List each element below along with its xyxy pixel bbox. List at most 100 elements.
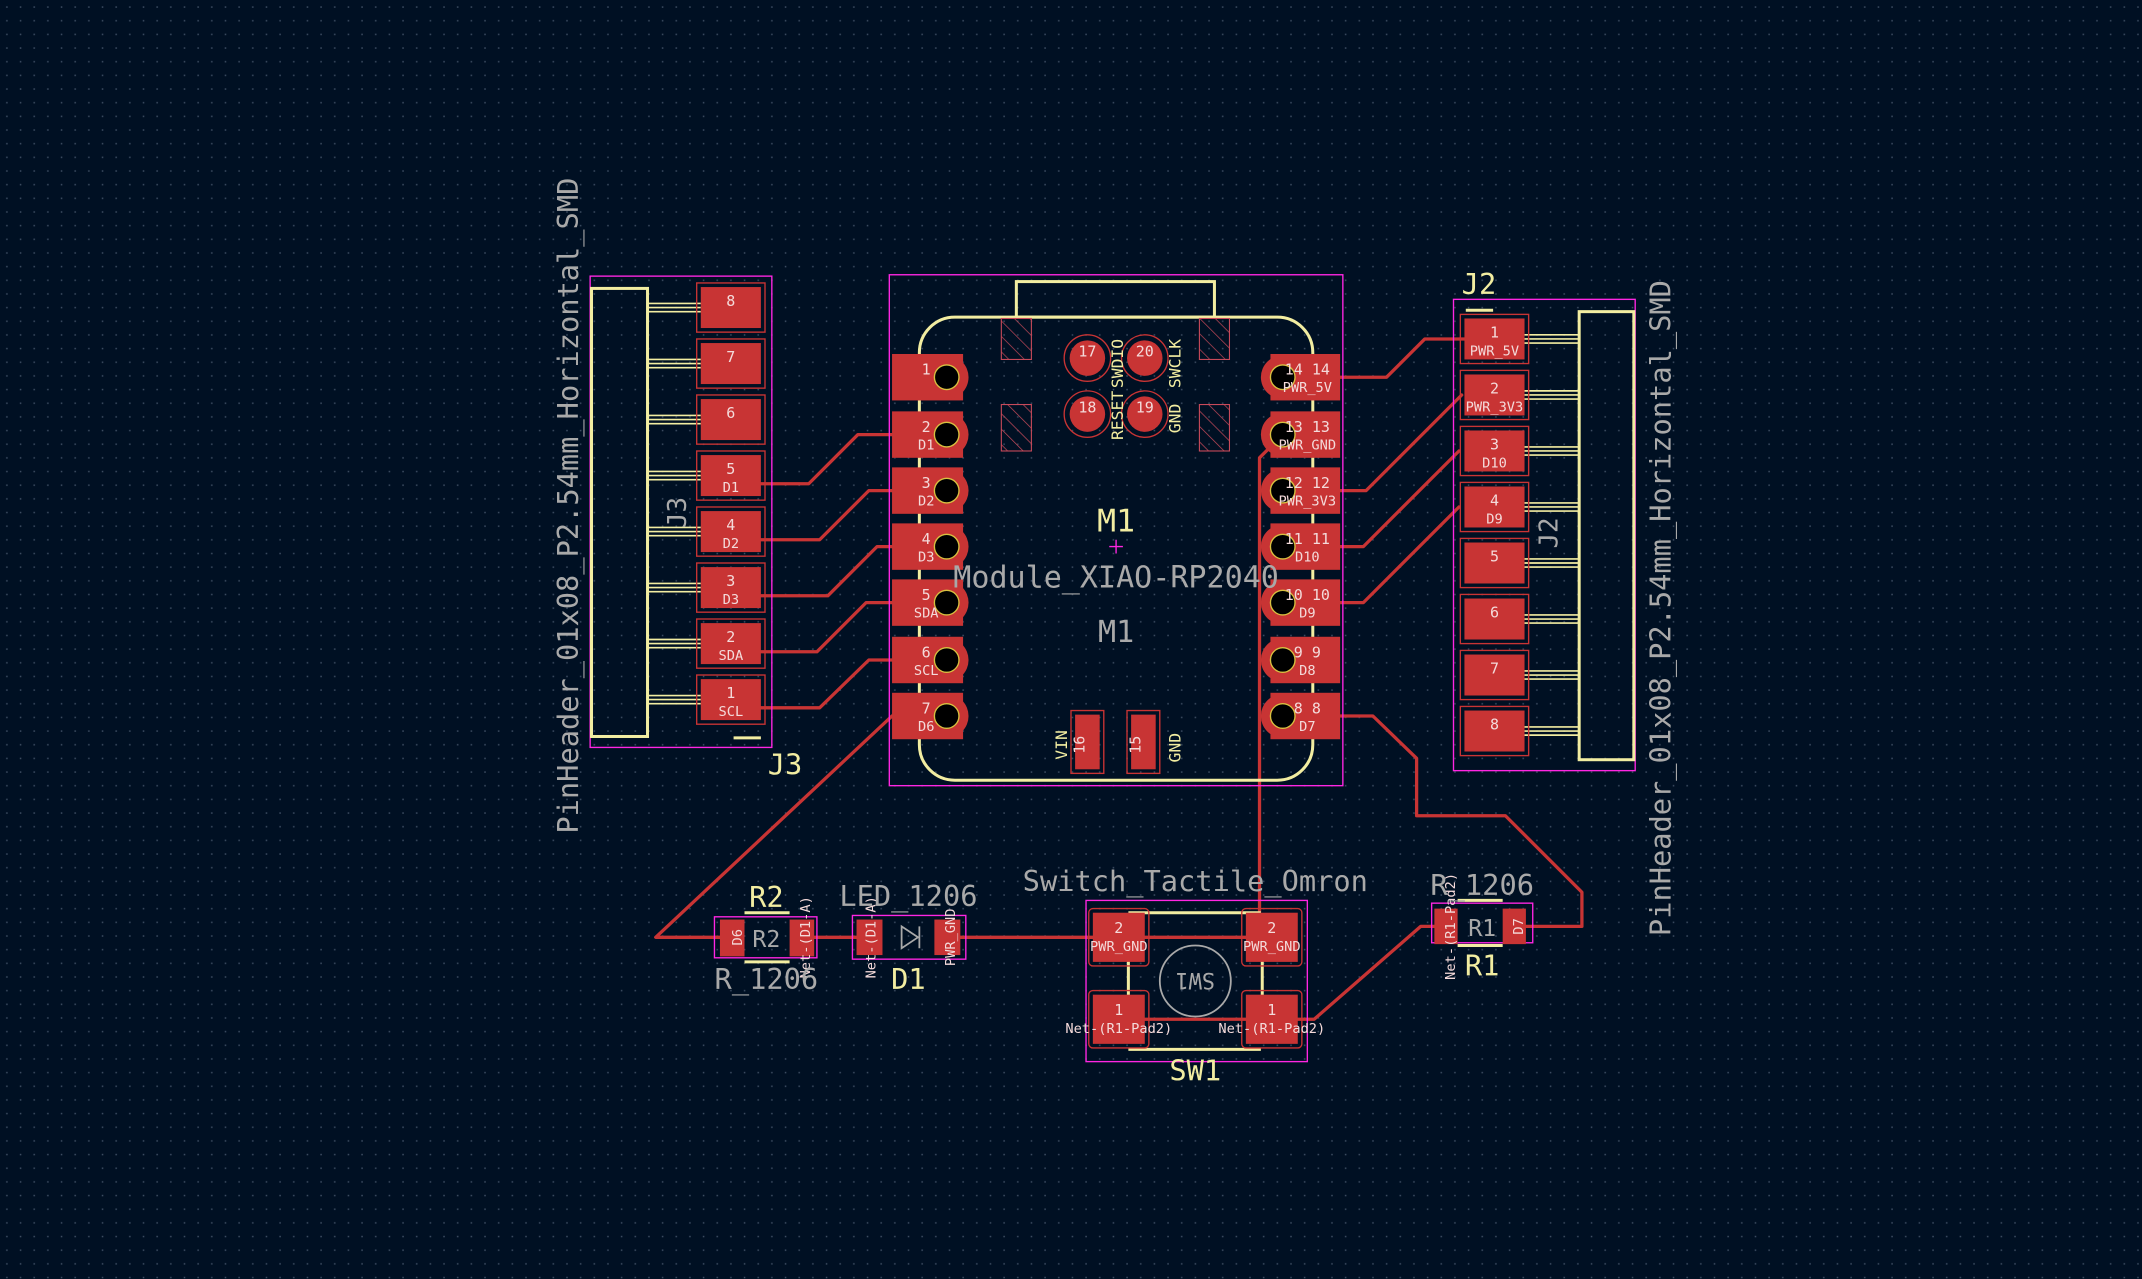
j3-pad-1[interactable] [700,679,761,721]
footprint-r2[interactable]: D6 Net-(D1-A) R2 R2 R_1206 [713,880,818,997]
copper-track[interactable] [759,658,894,710]
copper-track[interactable] [1117,924,1447,1021]
j3-pad-8[interactable] [700,287,761,329]
r2-pad-2[interactable] [789,919,815,957]
d1-pad-2[interactable] [856,919,883,956]
j3-pad-3[interactable] [700,567,761,609]
sw1-pad-1[interactable] [1245,994,1298,1044]
sw1-pad-net: PWR_GND [1243,939,1301,955]
m1-pad-net: PWR_3V3 [1279,494,1337,510]
sw1-pad-clearance [1088,907,1150,967]
copper-track[interactable] [759,600,894,654]
j2-pad-clearance [1459,481,1530,533]
j3-pad-6[interactable] [700,399,761,441]
m1-pad-number: 6 [922,643,931,661]
copper-track[interactable] [759,488,894,542]
j2-pad-7[interactable] [1464,654,1525,696]
sw1-pad-clearance [1241,907,1303,967]
d1-pad2-net: Net-(D1-A) [864,896,880,978]
m1-pad-net: SCL [914,663,939,679]
j3-pad-5[interactable] [700,455,761,497]
copper-track[interactable] [759,432,894,486]
j2-pad-3[interactable] [1464,430,1525,472]
copper-track[interactable] [1338,449,1461,549]
j3-pad-clearance [696,674,766,725]
copper-track[interactable] [654,714,894,939]
m1-debug-pad-clearance [1063,390,1112,439]
j3-pad-2[interactable] [700,623,761,665]
j3-pad-net: SDA [719,648,744,664]
r2-pad2-net: Net-(D1-A) [798,896,814,978]
sw1-pad-1[interactable] [1092,994,1145,1044]
footprint-d1[interactable]: Net-(D1-A) PWR_GND LED_1206 D1 [839,879,977,996]
m1-label-swdio: SWDIO [1108,339,1127,388]
j2-pad-number: 8 [1490,716,1499,734]
m1-drill-hole [933,477,960,504]
j3-pad-number: 2 [726,628,735,646]
m1-pad-net: SDA [914,606,939,622]
m1-drill-hole [1269,647,1296,673]
m1-pad-number: 9 9 [1294,643,1321,661]
m1-bottom-pad-number: 15 [1127,736,1145,754]
r1-pad2-net: Net-(R1-Pad2) [1443,873,1459,980]
diode-symbol-icon [900,924,921,950]
j2-pad-net: D10 [1482,455,1507,471]
m1-pad-number: 4 [922,530,931,548]
copper-track[interactable] [1338,337,1467,379]
j2-pad-6[interactable] [1464,598,1525,640]
j2-pad-number: 6 [1490,604,1499,622]
j2-ref: J2 [1462,267,1497,301]
sw1-pad-2[interactable] [1245,912,1298,962]
m1-debug-pad-17[interactable] [1069,340,1106,376]
sw1-pad-clearance [1088,989,1150,1049]
m1-drill-hole [1269,533,1296,560]
j2-pad-clearance [1459,593,1530,645]
copper-track[interactable] [1338,393,1464,493]
j2-pad-1[interactable] [1464,318,1525,360]
m1-drill-hole [933,703,960,729]
footprint-sw1[interactable]: SW1 2PWR_GND2PWR_GND1Net-(R1-Pad2)1Net-(… [1023,864,1368,1088]
d1-pad1-net: PWR_GND [943,909,959,967]
r1-pad-2[interactable] [1434,908,1458,945]
m1-label-swclk: SWCLK [1165,339,1184,388]
r2-pad-1[interactable] [719,919,745,957]
sw1-pad-number: 2 [1267,919,1276,937]
j3-pad-4[interactable] [700,511,761,553]
copper-track[interactable] [759,544,894,598]
j2-pad-5[interactable] [1464,542,1525,584]
j3-pad-number: 4 [726,516,735,534]
m1-pad-number: 10 10 [1285,586,1330,604]
j2-value: PinHeader_01x08_P2.54mm_Horizontal_SMD [1644,280,1679,936]
m1-debug-pad-number: 19 [1136,399,1154,417]
m1-bottom-pad-15[interactable] [1131,714,1156,770]
j2-pad-net: PWR_5V [1470,343,1519,359]
sw1-value: Switch_Tactile_Omron [1023,864,1368,899]
sw1-pad-number: 1 [1114,1001,1123,1019]
copper-track[interactable] [1338,505,1461,605]
j2-pad-clearance [1459,425,1530,477]
m1-pad-net: D1 [918,438,934,454]
j2-pad-2[interactable] [1464,374,1525,416]
j3-pad-number: 1 [726,684,735,702]
j2-pad-8[interactable] [1464,710,1525,752]
j3-pad-clearance [696,394,766,445]
j2-pad-4[interactable] [1464,486,1525,528]
m1-bottom-pad-16[interactable] [1075,714,1100,770]
m1-debug-pad-20[interactable] [1127,340,1163,376]
r1-pad-1[interactable] [1502,908,1526,945]
d1-pad-1[interactable] [934,919,961,956]
sw1-button-outline [1158,944,1232,1018]
j3-pad-7[interactable] [700,343,761,385]
m1-pad-net: PWR_5V [1283,380,1332,396]
m1-pad-number: 12 12 [1285,474,1330,492]
footprint-r1[interactable]: Net-(R1-Pad2) D7 R1 R_1206 R1 [1430,868,1534,983]
m1-debug-pad-19[interactable] [1127,396,1163,432]
r1-ref: R1 [1465,949,1500,983]
m1-debug-pad-18[interactable] [1069,396,1106,432]
sw1-pad-2[interactable] [1092,912,1145,962]
copper-track[interactable] [1338,714,1584,929]
